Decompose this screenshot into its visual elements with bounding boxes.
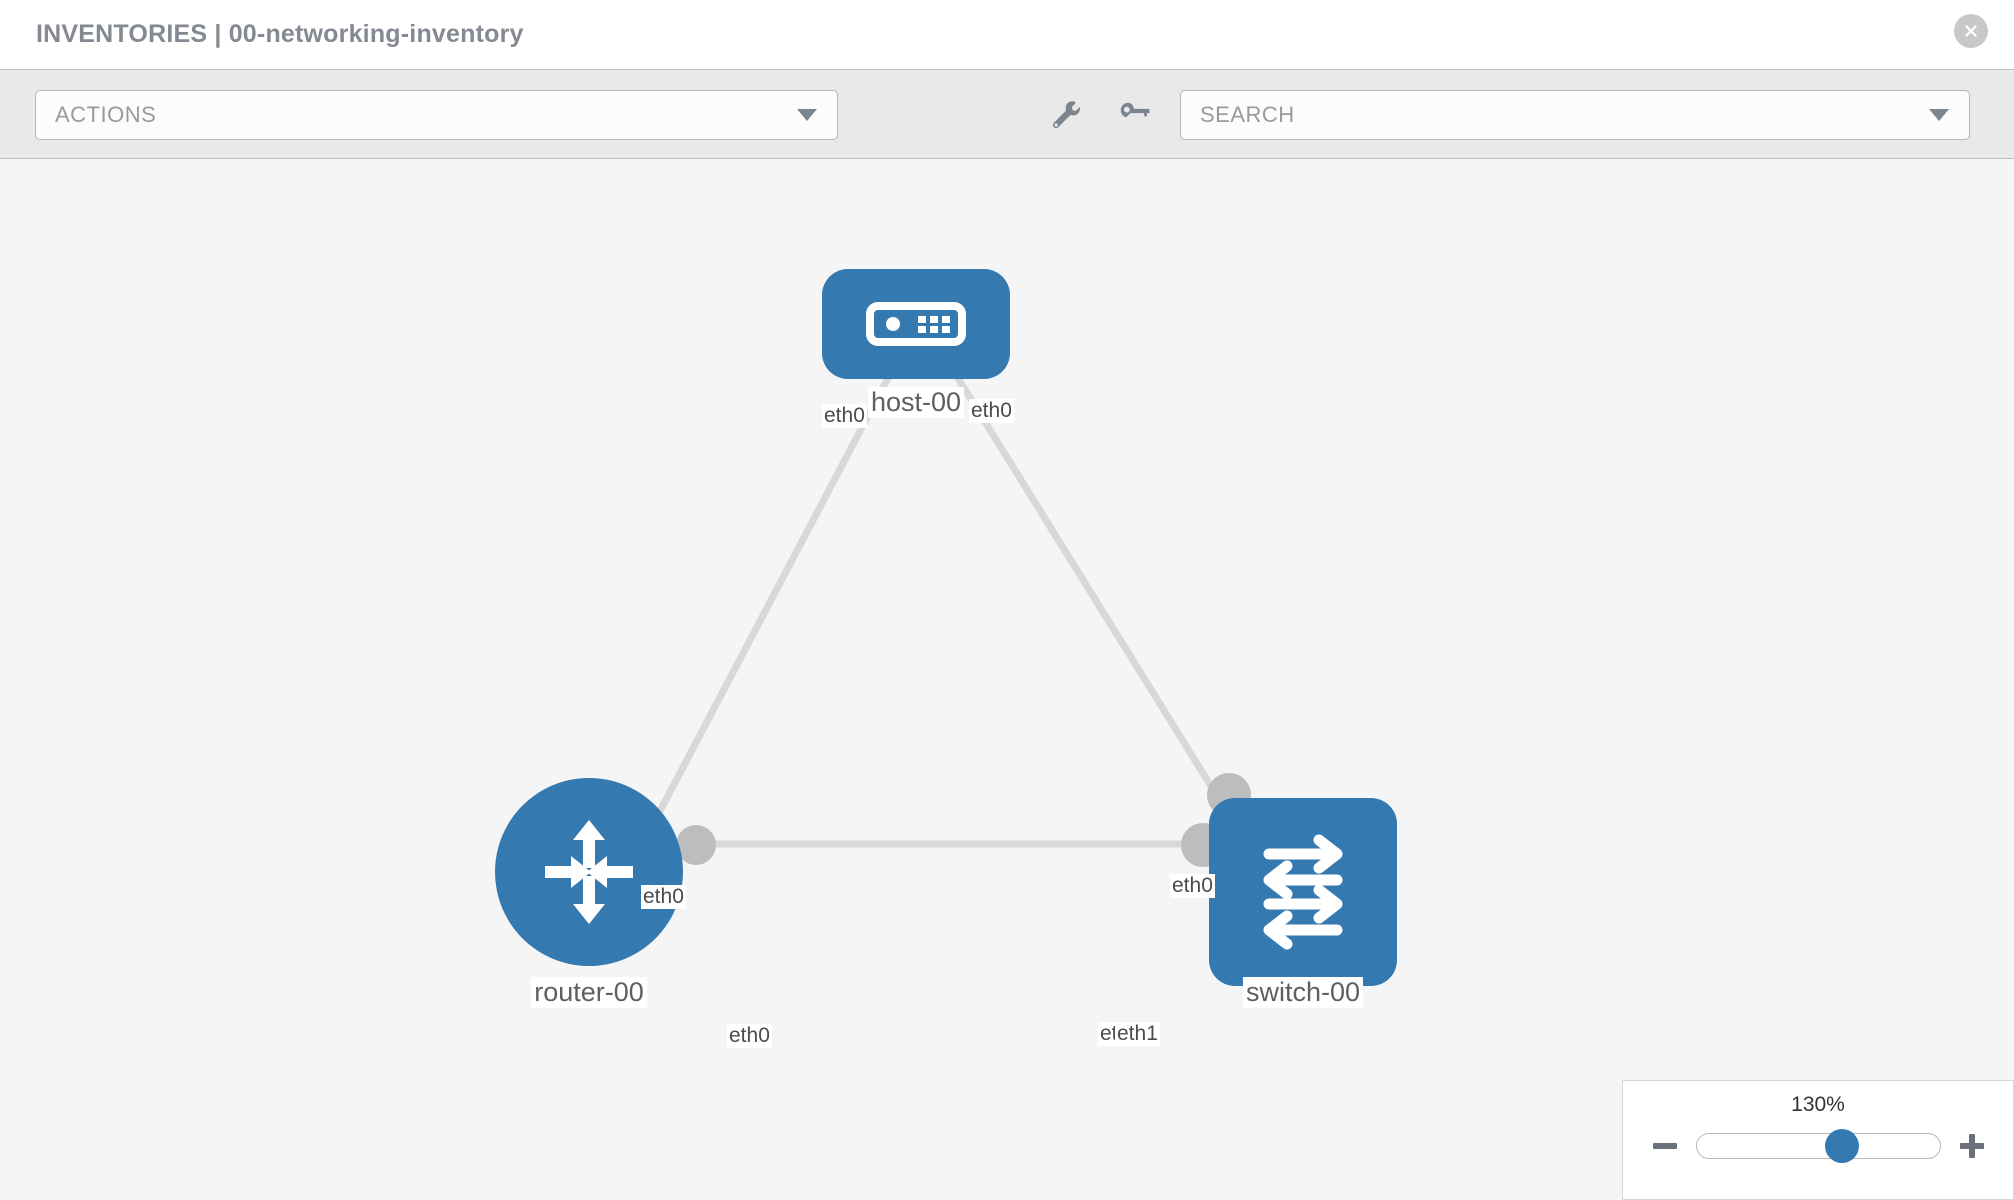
server-icon: [866, 302, 966, 346]
toolbar: ACTIONS SEARCH: [0, 69, 2014, 159]
zoom-slider-handle[interactable]: [1825, 1129, 1860, 1163]
zoom-out-button[interactable]: [1648, 1129, 1682, 1163]
page-header: INVENTORIES | 00-networking-inventory: [0, 0, 2014, 69]
key-icon[interactable]: [1110, 92, 1156, 138]
chevron-down-icon: [1929, 109, 1949, 121]
chevron-down-icon: [797, 109, 817, 121]
topology-links: [636, 357, 1253, 851]
search-input[interactable]: SEARCH: [1180, 90, 1970, 140]
page-title: INVENTORIES | 00-networking-inventory: [36, 20, 524, 48]
switch-arrows-icon: [1263, 834, 1343, 950]
zoom-slider[interactable]: [1695, 1129, 1941, 1163]
search-input-value: SEARCH: [1200, 102, 1295, 127]
plus-icon-v: [1968, 1134, 1975, 1158]
minus-icon: [1652, 1143, 1677, 1149]
node-switch-00-shape[interactable]: [1209, 798, 1397, 986]
router-arrows-icon: [545, 820, 633, 924]
zoom-control: 130%: [1622, 1080, 2014, 1200]
actions-dropdown-label: ACTIONS: [55, 102, 157, 127]
endpoint-router-side: [676, 825, 716, 865]
zoom-slider-row: [1623, 1129, 2013, 1163]
actions-dropdown[interactable]: ACTIONS: [35, 90, 838, 140]
node-host-00-shape[interactable]: [822, 269, 1010, 379]
zoom-in-button[interactable]: [1955, 1129, 1989, 1163]
zoom-level-label: 130%: [1791, 1093, 1845, 1116]
node-router-00-shape[interactable]: [495, 778, 683, 966]
wrench-icon[interactable]: [1042, 92, 1088, 138]
close-icon[interactable]: [1954, 14, 1988, 48]
topology-canvas[interactable]: host-00 eth0 eth0: [0, 159, 2014, 1200]
